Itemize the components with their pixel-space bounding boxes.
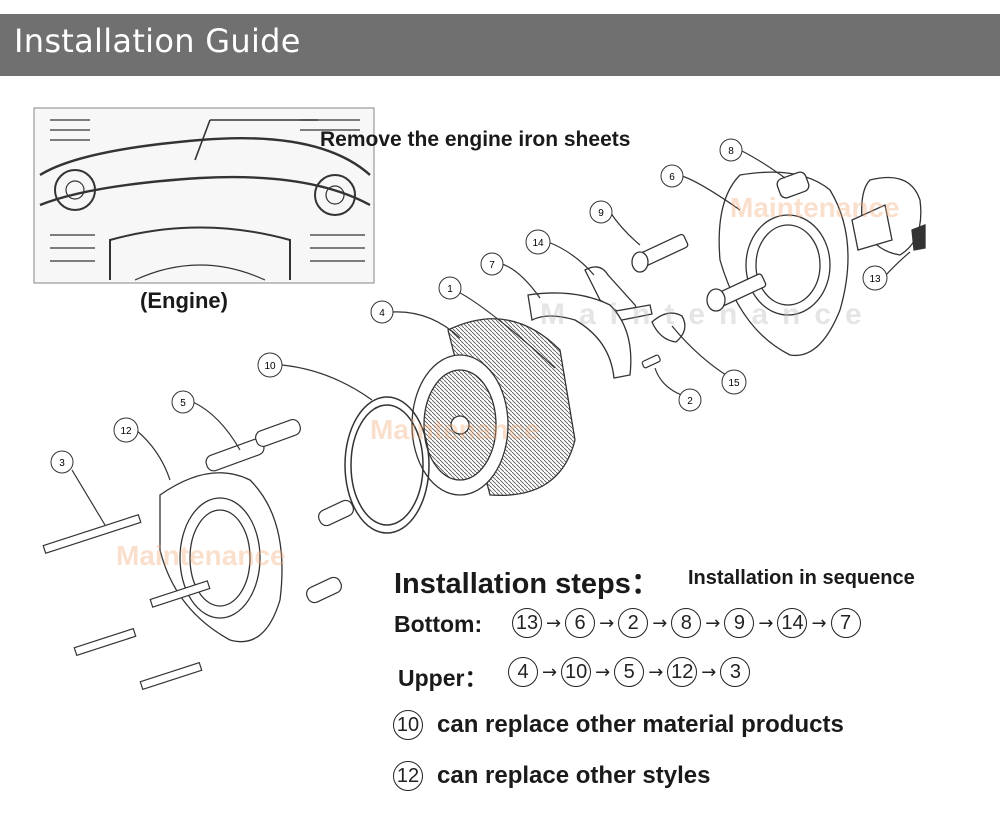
posts-5 xyxy=(205,418,301,472)
part-label-3: 3 xyxy=(50,450,74,474)
note-part-number: 10 xyxy=(393,710,423,740)
sequence-arrow: → xyxy=(705,612,721,634)
svg-text:14: 14 xyxy=(532,238,544,249)
engine-illustration xyxy=(33,107,375,284)
sequence-step: 10 xyxy=(561,657,592,687)
watermark: Maintenance xyxy=(540,298,876,331)
sequence-arrow: → xyxy=(546,612,562,634)
cover-plate-6 xyxy=(718,171,849,357)
part-label-2: 2 xyxy=(678,388,702,412)
leader-lines xyxy=(71,149,911,526)
engine-caption: (Engine) xyxy=(140,288,228,313)
steps-heading: Installation steps： xyxy=(394,568,660,600)
sequence-arrow: → xyxy=(648,661,664,683)
svg-text:10: 10 xyxy=(264,361,276,372)
part-label-9: 9 xyxy=(589,200,613,224)
part-label-5: 5 xyxy=(171,390,195,414)
watermark: Maintenance xyxy=(116,540,286,571)
svg-text:15: 15 xyxy=(728,378,740,389)
sequence-arrow: → xyxy=(595,661,611,683)
svg-text:7: 7 xyxy=(489,260,495,271)
upper-sequence: 4→10→5→12→3 xyxy=(508,657,751,687)
watermark: Maintenance xyxy=(370,414,540,445)
svg-text:9: 9 xyxy=(598,208,604,219)
part-label-13: 13 xyxy=(862,265,888,291)
sequence-step: 3 xyxy=(720,657,751,687)
cover-ring-12 xyxy=(159,472,283,643)
note-part-number: 12 xyxy=(393,761,423,791)
part-labels: 1 2 3 4 5 6 7 8 9 10 12 13 14 15 xyxy=(50,138,888,474)
sequence-step: 12 xyxy=(667,657,698,687)
note-part-10: 10 can replace other material products xyxy=(393,710,844,740)
sequence-arrow: → xyxy=(542,661,558,683)
sequence-step: 8 xyxy=(671,608,702,638)
bolt-9 xyxy=(631,233,767,312)
engine-callout: Remove the engine iron sheets xyxy=(320,128,631,151)
sequence-step: 7 xyxy=(830,608,861,638)
page-title: Installation Guide xyxy=(14,22,301,60)
gasket-13 xyxy=(851,176,926,256)
part-label-1: 1 xyxy=(438,276,462,300)
svg-text:12: 12 xyxy=(120,426,132,437)
sequence-arrow: → xyxy=(811,612,827,634)
long-bolts-3 xyxy=(42,513,211,691)
gasket-10 xyxy=(344,396,430,534)
part-label-14: 14 xyxy=(525,229,551,255)
sequence-step: 5 xyxy=(614,657,645,687)
svg-text:5: 5 xyxy=(180,398,186,409)
note-text: can replace other material products xyxy=(437,711,844,738)
upper-label: Upper： xyxy=(398,665,488,691)
part-label-8: 8 xyxy=(719,138,743,162)
header-bar: Installation Guide xyxy=(0,14,1000,76)
svg-text:3: 3 xyxy=(59,458,65,469)
watermark: Maintenance xyxy=(730,192,900,223)
bracket-15 xyxy=(651,312,686,343)
svg-text:13: 13 xyxy=(869,274,881,285)
sequence-step: 2 xyxy=(618,608,649,638)
part-label-6: 6 xyxy=(660,164,684,188)
part-label-4: 4 xyxy=(370,300,394,324)
svg-text:2: 2 xyxy=(687,396,693,407)
svg-text:4: 4 xyxy=(379,308,385,319)
backplate-7 xyxy=(527,292,632,379)
bottom-label: Bottom: xyxy=(394,611,483,637)
note-part-12: 12 can replace other styles xyxy=(393,761,710,791)
sequence-step: 14 xyxy=(777,608,808,638)
air-filter-4 xyxy=(411,318,576,497)
part-number: 1 xyxy=(447,284,453,295)
part-label-12: 12 xyxy=(113,417,139,443)
sequence-arrow: → xyxy=(599,612,615,634)
bottom-sequence: 13→6→2→8→9→14→7 xyxy=(512,608,861,638)
sequence-arrow: → xyxy=(652,612,668,634)
steps-subheading: Installation in sequence xyxy=(688,567,915,589)
sequence-arrow: → xyxy=(758,612,774,634)
sequence-step: 4 xyxy=(508,657,538,687)
part-label-15: 15 xyxy=(721,369,747,395)
svg-text:8: 8 xyxy=(728,146,734,157)
sequence-step: 9 xyxy=(724,608,755,638)
sequence-step: 6 xyxy=(565,608,596,638)
part-label-7: 7 xyxy=(480,252,504,276)
part-label-10: 10 xyxy=(257,352,283,378)
spacers-11 xyxy=(306,499,354,604)
svg-text:6: 6 xyxy=(669,172,675,183)
sequence-step: 13 xyxy=(512,608,542,638)
sequence-arrow: → xyxy=(701,661,717,683)
note-text: can replace other styles xyxy=(437,762,711,789)
